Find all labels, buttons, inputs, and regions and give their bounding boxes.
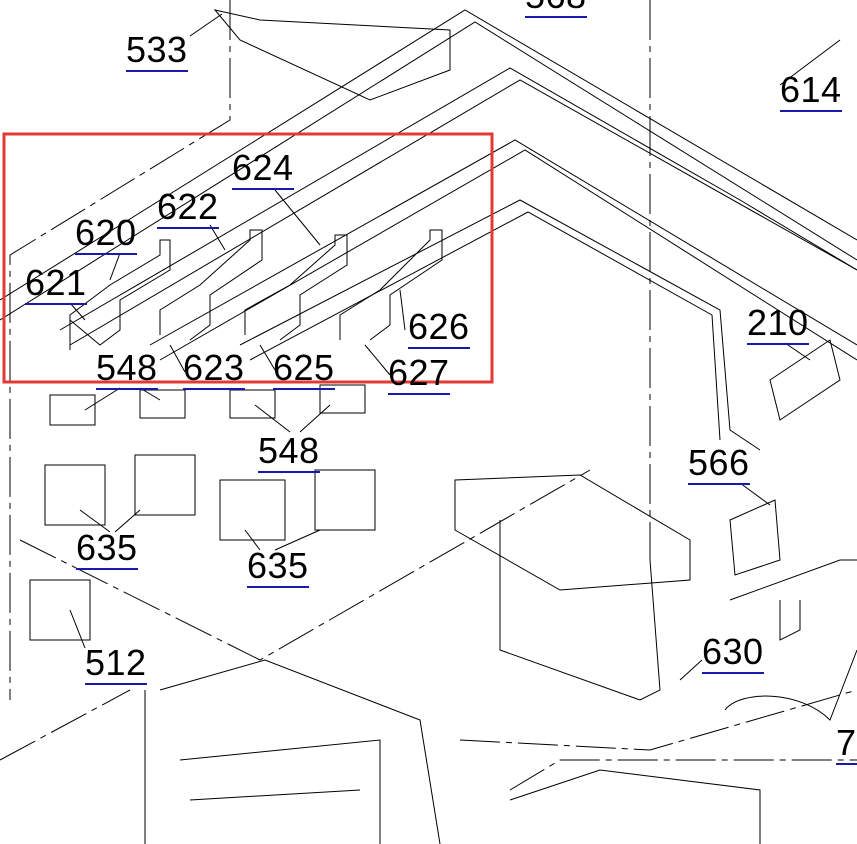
highlight-box	[2, 132, 494, 384]
part-label-623: 623	[183, 347, 245, 390]
part-label-top: 568	[525, 0, 587, 18]
frame-chassis	[144, 9, 761, 844]
part-label-630: 630	[702, 631, 764, 674]
main-board	[454, 339, 857, 721]
part-label-621: 621	[25, 262, 87, 305]
part-label-7: 7	[836, 722, 857, 765]
part-label-624: 624	[232, 147, 294, 190]
part-label-625: 625	[273, 347, 335, 390]
part-label-620: 620	[75, 212, 137, 255]
part-label-635: 635	[76, 527, 138, 570]
cable-lines	[0, 9, 857, 451]
part-label-622: 622	[157, 186, 219, 229]
leader-lines	[69, 13, 841, 681]
part-label-626: 626	[408, 306, 470, 349]
connectors	[29, 384, 376, 641]
part-label-566: 566	[688, 442, 750, 485]
part-label-548: 548	[96, 347, 158, 390]
guide-lines	[0, 0, 857, 791]
part-label-627: 627	[388, 352, 450, 395]
part-label-614: 614	[780, 69, 842, 112]
part-label-548-b: 548	[258, 430, 320, 473]
flat-cables	[69, 229, 443, 350]
part-label-210: 210	[747, 302, 809, 345]
part-label-635-b: 635	[247, 545, 309, 588]
part-label-533: 533	[126, 29, 188, 72]
part-label-512: 512	[85, 642, 147, 685]
